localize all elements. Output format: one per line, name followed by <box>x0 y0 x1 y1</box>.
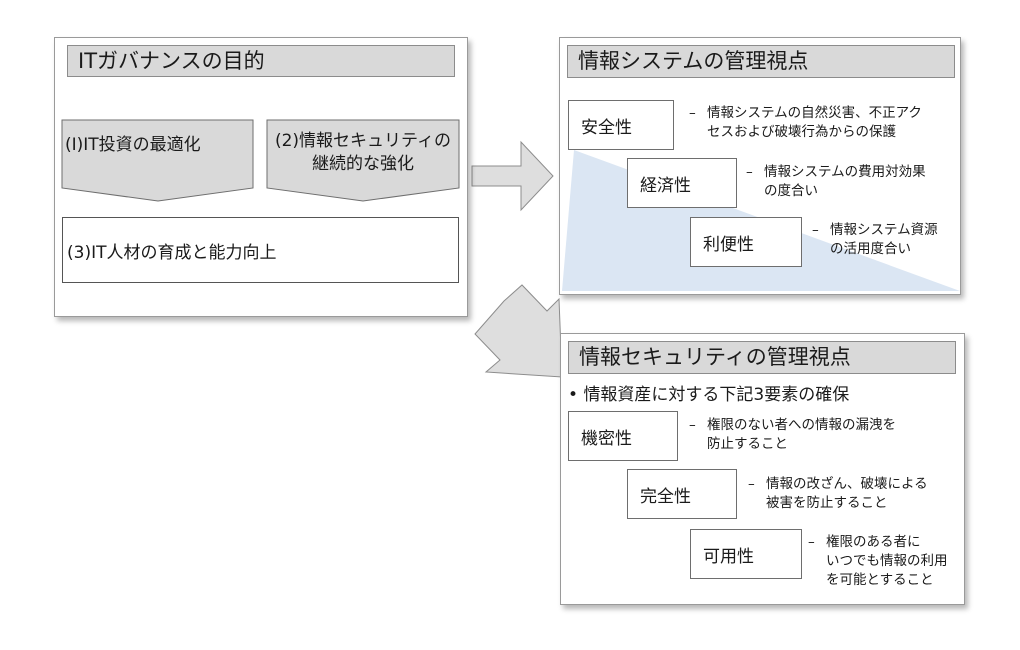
convenience-desc: 情報システム資源 の活用度合い <box>830 222 938 257</box>
integrity-desc: 情報の改ざん、破壊による 被害を防止すること <box>766 476 928 511</box>
safety-note: –情報システムの自然災害、不正アク セスおよび破壊行為からの保護 <box>689 105 922 140</box>
safety-label: 安全性 <box>581 117 632 138</box>
availability-desc: 権限のある者に いつでも情報の利用 を可能とすること <box>826 534 948 588</box>
security-bullet: • 情報資産に対する下記3要素の確保 <box>568 380 849 405</box>
confidentiality-desc: 権限のない者への情報の漏洩を 防止すること <box>707 417 896 452</box>
safety-desc: 情報システムの自然災害、不正アク セスおよび破壊行為からの保護 <box>707 105 922 140</box>
safety-box: 安全性 <box>568 100 674 150</box>
convenience-label: 利便性 <box>703 234 754 255</box>
integrity-label: 完全性 <box>640 486 691 507</box>
economy-box: 経済性 <box>627 158 737 208</box>
convenience-box: 利便性 <box>690 217 802 267</box>
availability-label: 可用性 <box>703 546 754 567</box>
goal3-label: (3)IT人材の育成と能力向上 <box>67 242 277 263</box>
it-governance-panel: ITガバナンスの目的 (Ⅰ)IT投資の最適化 (2)情報セキュリティの 継続的な… <box>54 37 468 317</box>
bullet-icon: • <box>568 385 579 405</box>
economy-note: –情報システムの費用対効果 の度合い <box>746 164 926 199</box>
availability-note: –権限のある者に いつでも情報の利用 を可能とすること <box>808 534 948 588</box>
goal2-label: (2)情報セキュリティの 継続的な強化 <box>274 131 452 174</box>
arrow-to-system-panel <box>471 140 554 212</box>
arrow-to-security-panel <box>474 284 563 378</box>
integrity-box: 完全性 <box>627 469 737 519</box>
security-bullet-text: 情報資産に対する下記3要素の確保 <box>583 385 850 405</box>
availability-box: 可用性 <box>690 529 802 579</box>
confidentiality-box: 機密性 <box>568 411 678 461</box>
goal3-box: (3)IT人材の育成と能力向上 <box>62 217 459 283</box>
system-management-title: 情報システムの管理視点 <box>567 45 955 78</box>
economy-label: 経済性 <box>640 175 691 196</box>
convenience-note: –情報システム資源 の活用度合い <box>812 222 938 257</box>
it-governance-title: ITガバナンスの目的 <box>67 45 455 77</box>
integrity-note: –情報の改ざん、破壊による 被害を防止すること <box>748 476 928 511</box>
confidentiality-note: –権限のない者への情報の漏洩を 防止すること <box>689 417 896 452</box>
security-management-panel: 情報セキュリティの管理視点 • 情報資産に対する下記3要素の確保 機密性 –権限… <box>560 333 965 605</box>
system-management-panel: 情報システムの管理視点 安全性 –情報システムの自然災害、不正アク セスおよび破… <box>559 37 961 295</box>
goal1-label: (Ⅰ)IT投資の最適化 <box>65 135 201 155</box>
goal1-pentagon <box>61 119 254 202</box>
goal2-pentagon <box>266 119 460 202</box>
security-management-title: 情報セキュリティの管理視点 <box>568 341 956 374</box>
goal-pentagons <box>61 119 460 202</box>
economy-desc: 情報システムの費用対効果 の度合い <box>764 164 926 199</box>
confidentiality-label: 機密性 <box>581 428 632 449</box>
